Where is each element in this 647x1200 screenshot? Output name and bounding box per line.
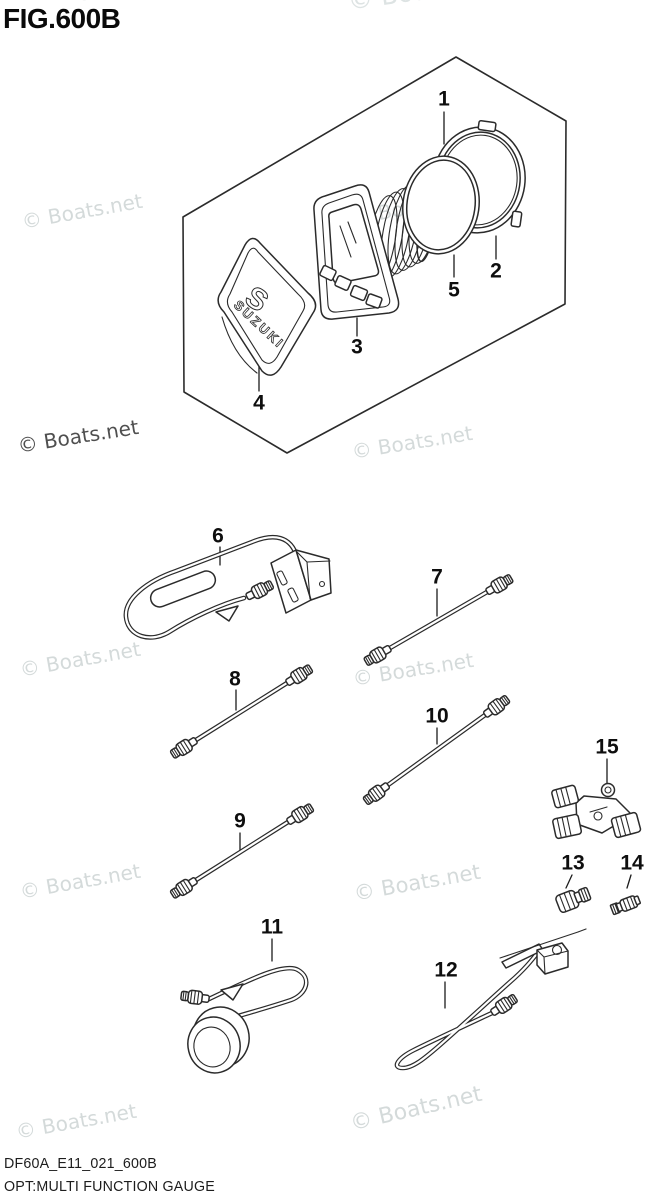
part-label-5: 5 bbox=[448, 278, 460, 302]
figure-title: FIG.600B bbox=[3, 3, 121, 34]
part-label-6: 6 bbox=[212, 524, 224, 548]
part-5-oring bbox=[402, 155, 480, 255]
part-label-2: 2 bbox=[490, 259, 502, 283]
part-12-sender-lead bbox=[394, 928, 587, 1071]
figure-caption: OPT:MULTI FUNCTION GAUGE bbox=[4, 1178, 215, 1195]
part-13-plug bbox=[555, 886, 592, 913]
part-4-cover: S SUZUKI bbox=[217, 237, 317, 376]
part-8-cable bbox=[168, 661, 315, 762]
part-9-cable bbox=[168, 800, 316, 902]
part-label-4: 4 bbox=[253, 391, 265, 415]
part-3-gauge-face bbox=[313, 184, 400, 320]
part-label-7: 7 bbox=[431, 565, 443, 589]
part-label-12: 12 bbox=[434, 958, 458, 982]
drawing-code: DF60A_E11_021_600B bbox=[4, 1155, 157, 1172]
kit-enclosure-frame bbox=[182, 56, 567, 454]
part-label-15: 15 bbox=[595, 735, 619, 759]
part-label-10: 10 bbox=[425, 704, 449, 728]
part-15-joint bbox=[551, 782, 642, 840]
part-7-cable bbox=[361, 571, 516, 669]
part-label-8: 8 bbox=[229, 667, 241, 691]
part-label-14: 14 bbox=[620, 851, 644, 875]
part-label-9: 9 bbox=[234, 809, 246, 833]
part-14-plug bbox=[609, 895, 641, 916]
part-label-13: 13 bbox=[561, 851, 585, 875]
part-label-3: 3 bbox=[351, 335, 363, 359]
part-11-speed-sensor bbox=[179, 965, 309, 1074]
part-label-11: 11 bbox=[260, 915, 284, 939]
part-6-sensor-lead bbox=[123, 534, 332, 640]
part-10-cable bbox=[360, 692, 513, 808]
part-label-1: 1 bbox=[438, 87, 450, 111]
